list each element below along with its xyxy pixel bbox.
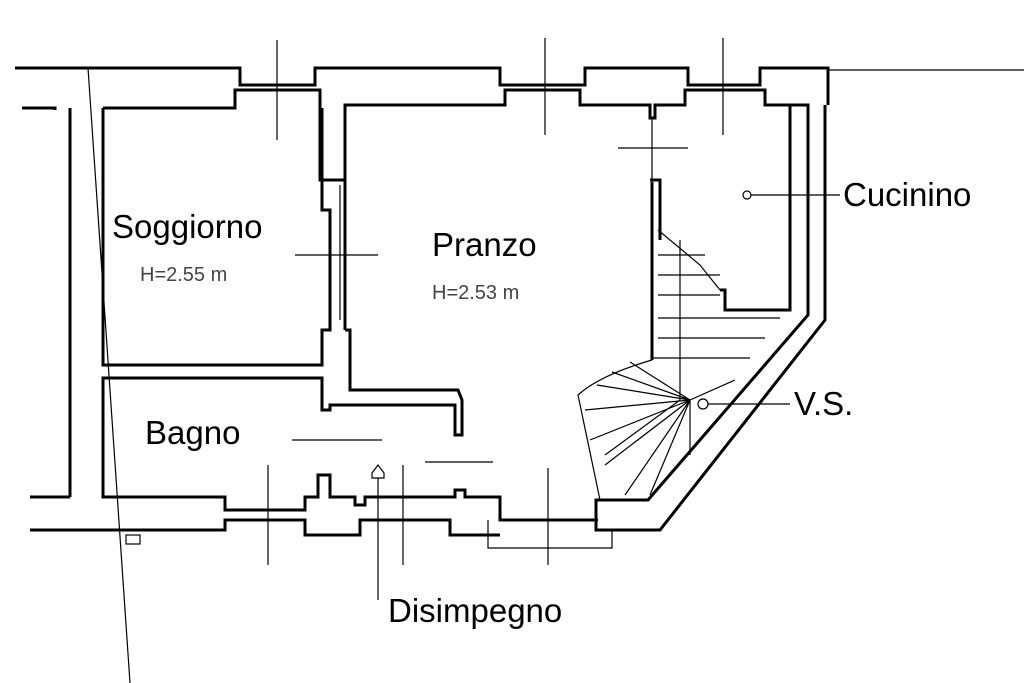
room-label-vs: V.S. xyxy=(794,385,853,422)
windows-and-markers xyxy=(125,38,724,565)
room-height-soggiorno: H=2.55 m xyxy=(140,264,227,286)
room-label-disimpegno: Disimpegno xyxy=(388,592,562,629)
staircase xyxy=(577,229,780,501)
room-label-pranzo: Pranzo xyxy=(432,226,537,263)
exterior-walls xyxy=(15,66,1024,683)
room-label-soggiorno: Soggiorno xyxy=(112,208,262,245)
room-label-cucinino: Cucinino xyxy=(843,176,971,213)
cucinino-marker-icon xyxy=(742,190,752,200)
leader-lines xyxy=(371,190,840,600)
disimpegno-marker-icon xyxy=(371,464,385,479)
room-label-bagno: Bagno xyxy=(145,414,240,451)
vs-marker-icon xyxy=(697,398,709,410)
room-height-pranzo: H=2.53 m xyxy=(432,282,519,304)
